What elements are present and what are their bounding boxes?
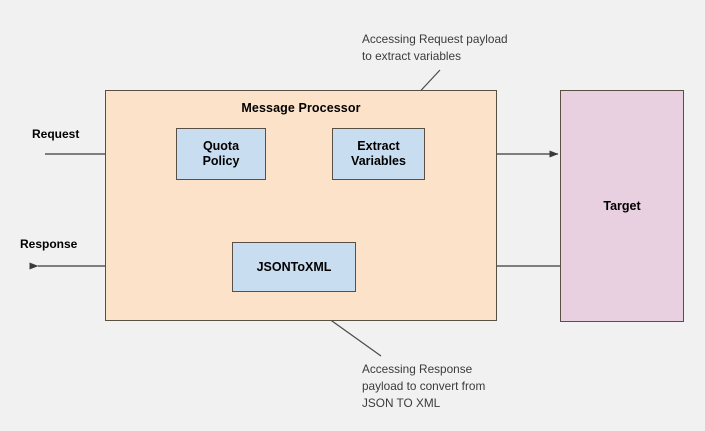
response-flow-label: Response <box>20 237 78 251</box>
policy-node-extract-variables[interactable]: Extract Variables <box>332 128 425 180</box>
annotation-request-payload: Accessing Request payload to extract var… <box>362 32 508 63</box>
policy-node-jsontoxml[interactable]: JSONToXML <box>232 242 356 292</box>
quota-policy-label: Quota Policy <box>202 139 240 168</box>
request-flow-label: Request <box>32 127 80 141</box>
annotation-response-payload: Accessing Response payload to convert fr… <box>362 362 486 410</box>
target-label: Target <box>603 198 641 213</box>
extract-variables-label: Extract Variables <box>351 139 406 168</box>
message-processor-label: Message Processor <box>241 101 361 115</box>
target-container[interactable]: Target <box>560 90 684 322</box>
jsontoxml-label: JSONToXML <box>256 259 332 274</box>
policy-node-quota-policy[interactable]: Quota Policy <box>176 128 266 180</box>
